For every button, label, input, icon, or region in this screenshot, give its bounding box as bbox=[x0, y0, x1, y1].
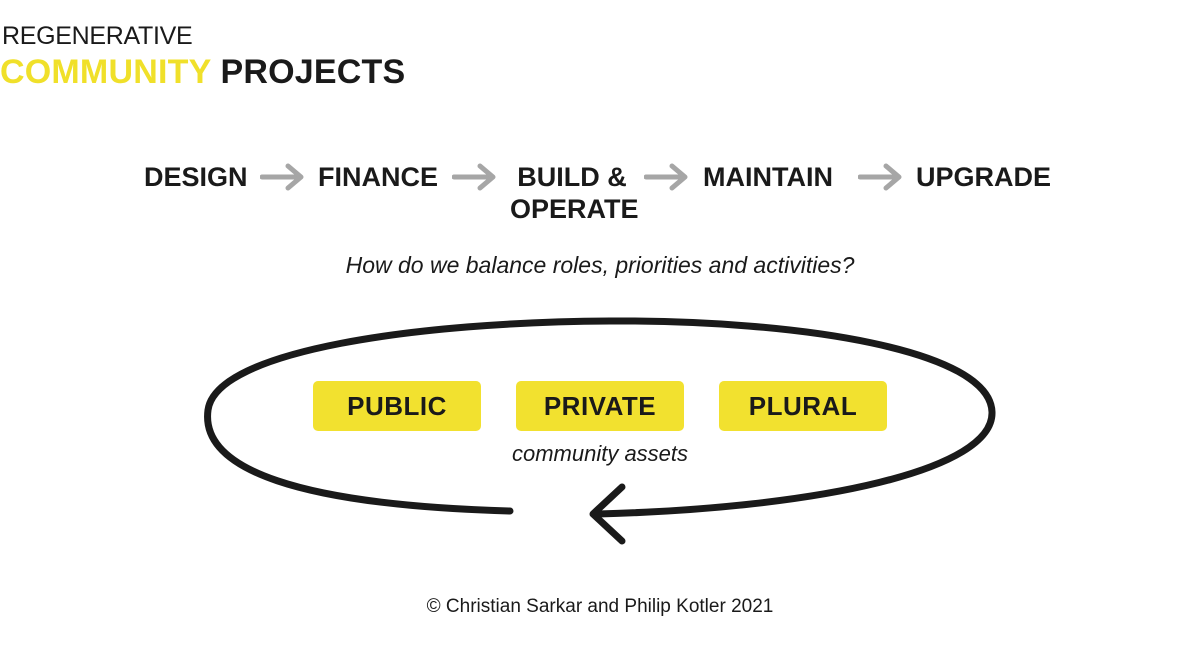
flow-step-finance: FINANCE bbox=[318, 162, 438, 192]
flow-step-maintain: MAINTAIN bbox=[703, 162, 833, 192]
flow-step-operate-label: OPERATE bbox=[510, 194, 639, 224]
question-text: How do we balance roles, priorities and … bbox=[345, 252, 855, 278]
title-dark-word: PROJECTS bbox=[220, 53, 406, 91]
assets-caption: community assets bbox=[511, 441, 689, 466]
flow-arrow-icon bbox=[260, 163, 304, 191]
flow-step-build-operate: BUILD & OPERATE bbox=[510, 161, 639, 225]
flow-arrow-icon bbox=[452, 163, 496, 191]
page-title: COMMUNITY PROJECTS bbox=[0, 53, 405, 92]
flow-arrow-icon bbox=[858, 163, 902, 191]
pill-public: PUBLIC bbox=[313, 381, 481, 431]
title-accent-word: COMMUNITY bbox=[0, 53, 211, 91]
pill-plural: PLURAL bbox=[719, 381, 887, 431]
flow-step-design: DESIGN bbox=[144, 162, 248, 192]
flow-step-upgrade: UPGRADE bbox=[916, 162, 1052, 192]
pill-private: PRIVATE bbox=[516, 381, 684, 431]
arrowhead-icon bbox=[589, 483, 626, 545]
copyright-text: © Christian Sarkar and Philip Kotler 202… bbox=[426, 596, 774, 617]
flow-step-build-label: BUILD & bbox=[517, 162, 627, 192]
flow-arrow-icon bbox=[644, 163, 688, 191]
title-line-1: REGENERATIVE bbox=[2, 22, 193, 50]
